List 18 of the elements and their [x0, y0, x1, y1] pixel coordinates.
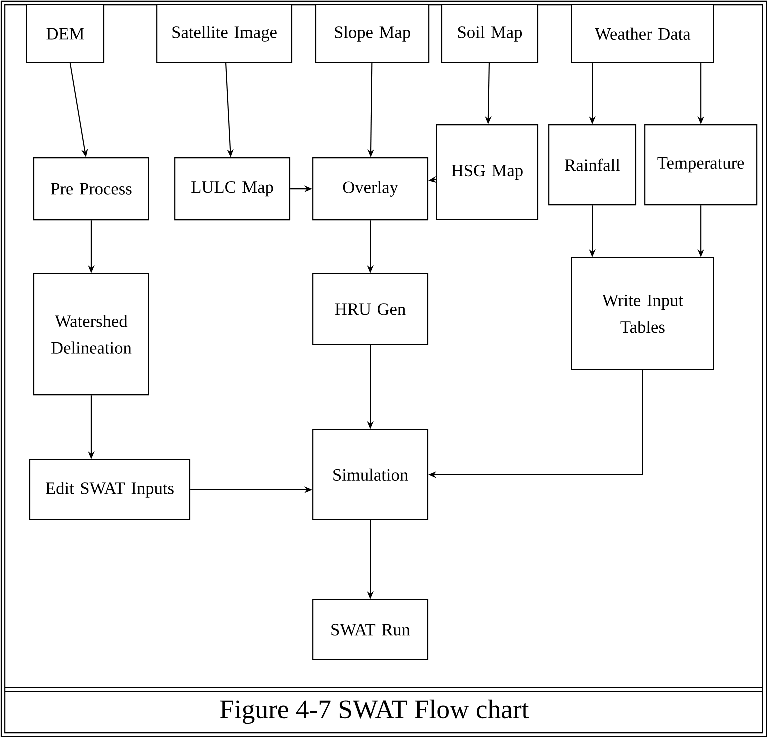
process-box: HRU Gen: [312, 273, 429, 346]
process-box: Pre Process: [33, 158, 150, 221]
process-box: SWAT Run: [312, 599, 429, 661]
process-box: Soil Map: [441, 4, 539, 64]
process-box: DEM: [26, 4, 105, 64]
process-box: Satellite Image: [156, 4, 293, 64]
process-box: Slope Map: [315, 4, 430, 64]
process-box: HSG Map: [436, 124, 539, 221]
process-box: LULC Map: [174, 158, 291, 221]
caption: Figure 4-7 SWAT Flow chart: [220, 700, 530, 724]
process-box: Weather Data: [571, 4, 714, 64]
process-box: Rainfall: [548, 124, 637, 206]
process-box: Write Input Tables: [571, 257, 714, 371]
process-box: Simulation: [312, 429, 429, 520]
process-box: Temperature: [644, 124, 758, 206]
process-box: Watershed Delineation: [33, 273, 150, 396]
process-box: Edit SWAT Inputs: [29, 459, 191, 521]
process-box: Overlay: [312, 158, 429, 221]
